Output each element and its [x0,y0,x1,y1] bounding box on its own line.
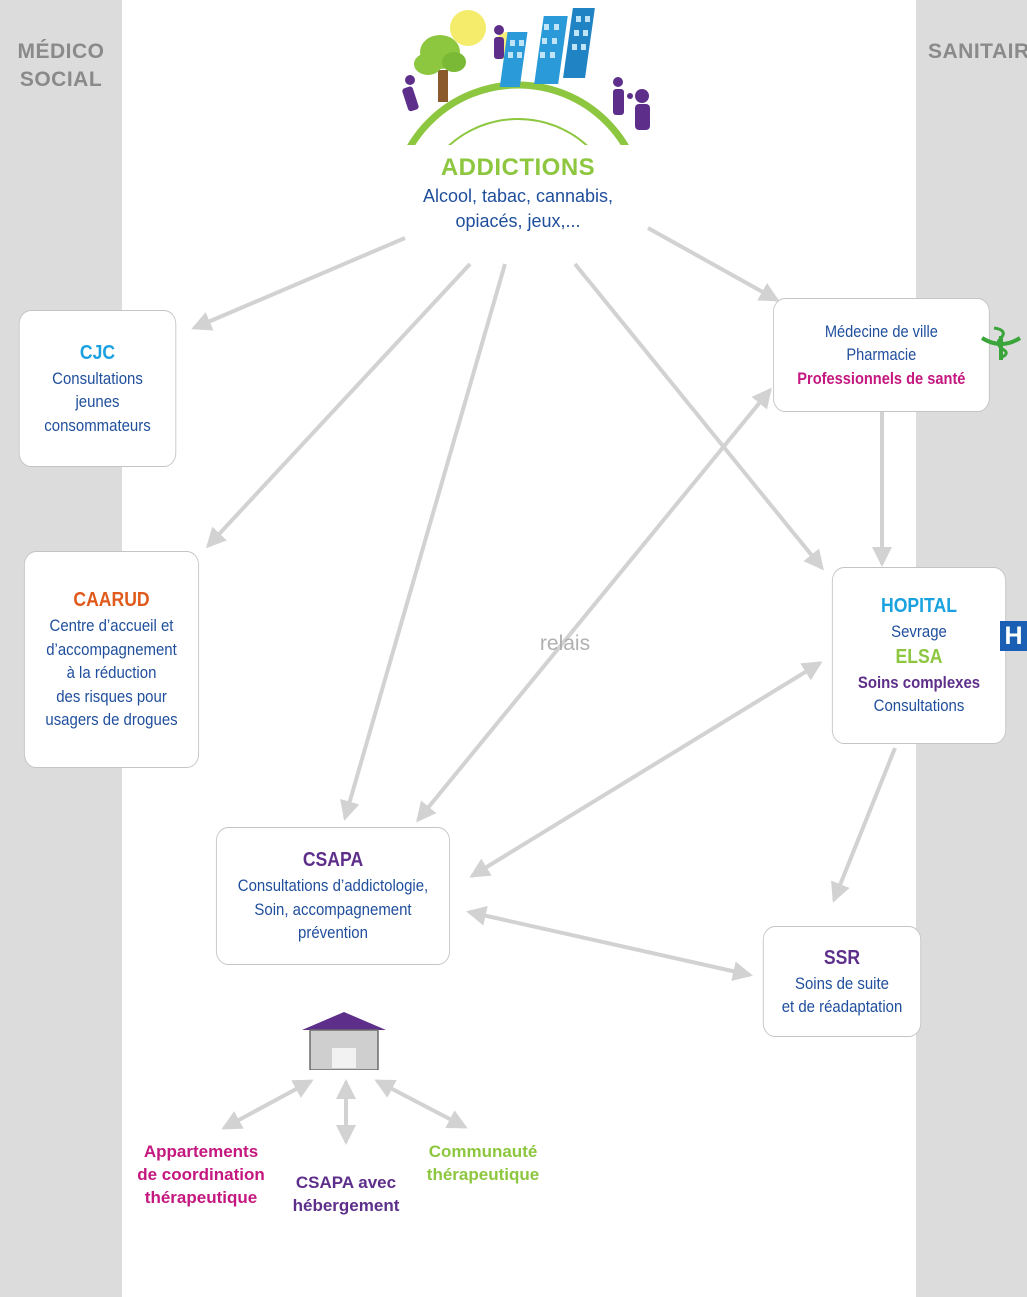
medico-label-line: MÉDICO [17,40,105,63]
addictions-block: ADDICTIONS Alcool, tabac, cannabis, opia… [393,152,643,234]
ssr-line: et de réadaptation [781,997,903,1016]
caarud-line: usagers de drogues [45,710,178,730]
arrow-csapa-hopital [469,661,823,878]
medecine-line3: Professionnels de santé [797,368,966,388]
appartements-line: de coordination [137,1165,265,1184]
cjc-box: CJC Consultations jeunes consommateurs [18,310,177,467]
arrow-hopital-to-ssr [831,747,897,903]
csapa-box: CSAPA Consultations d’addictologie, Soin… [215,827,451,965]
csapa-line: prévention [298,923,368,943]
caarud-line: à la réduction [66,663,157,683]
addictions-line2: opiacés, jeux,... [455,211,581,231]
medecine-line1: Médecine de ville [824,321,938,341]
csapa-heb-line: hébergement [292,1196,400,1215]
arrow-relais [416,387,772,823]
ssr-line: Soins de suite [795,973,889,993]
arrow-to-caarud [205,262,472,549]
hopital-line1: Sevrage [891,622,947,642]
appartements-line: Appartements [143,1142,259,1161]
community-illustration-icon [402,8,650,145]
arrow-csapa-ssr [466,905,753,982]
hopital-line3: Soins complexes [857,672,981,692]
arrow-to-cjc [191,236,406,331]
csapa-hebergement-label: CSAPA avec hébergement [272,1171,420,1217]
caarud-line: Centre d’accueil et [49,616,174,636]
medecine-box: Médecine de ville Pharmacie Professionne… [773,298,990,412]
caarud-line: d’accompagnement [46,639,177,659]
cjc-title: CJC [79,341,116,364]
ssr-box: SSR Soins de suite et de réadaptation [762,926,922,1037]
cjc-line: Consultations [52,368,143,388]
sanitaire-label: SANITAIRE [928,40,1027,63]
communaute-line: Communauté [428,1142,538,1161]
arrow-to-medecine [647,226,780,302]
hopital-title: HOPITAL [881,595,957,618]
caarud-box: CAARUD Centre d’accueil et d’accompagnem… [23,551,200,768]
communaute-line: thérapeutique [426,1165,540,1184]
medecine-line2: Pharmacie [846,345,917,365]
addictions-line1: Alcool, tabac, cannabis, [422,186,614,206]
relais-label: relais [539,632,591,655]
csapa-title: CSAPA [302,849,364,872]
hopital-line2: ELSA [895,645,943,668]
pharmacy-caduceus-icon [980,326,1022,360]
communaute-label: Communauté thérapeutique [408,1140,558,1186]
appartements-line: thérapeutique [144,1188,258,1207]
hospital-h-icon: H [1000,621,1027,651]
arrow-house-communaute [374,1079,468,1129]
social-label-line: SOCIAL [19,68,103,91]
cjc-line: jeunes [75,392,120,412]
caarud-line: des risques pour [56,686,167,706]
hopital-line4: Consultations [873,696,965,716]
arrow-house-appartements [221,1079,314,1130]
csapa-heb-line: CSAPA avec [295,1173,397,1192]
appartements-label: Appartements de coordination thérapeutiq… [128,1140,274,1209]
house-icon [302,1012,386,1070]
csapa-line: Soin, accompagnement [254,899,412,919]
hopital-box: HOPITAL Sevrage ELSA Soins complexes Con… [831,567,1007,744]
arrow-to-csapa [340,263,507,821]
ssr-title: SSR [823,946,861,969]
cjc-line: consommateurs [44,415,151,435]
medico-social-label: MÉDICO SOCIAL [8,38,114,94]
caarud-title: CAARUD [73,589,150,612]
csapa-line: Consultations d’addictologie, [237,876,429,896]
addictions-title: ADDICTIONS [440,154,596,181]
